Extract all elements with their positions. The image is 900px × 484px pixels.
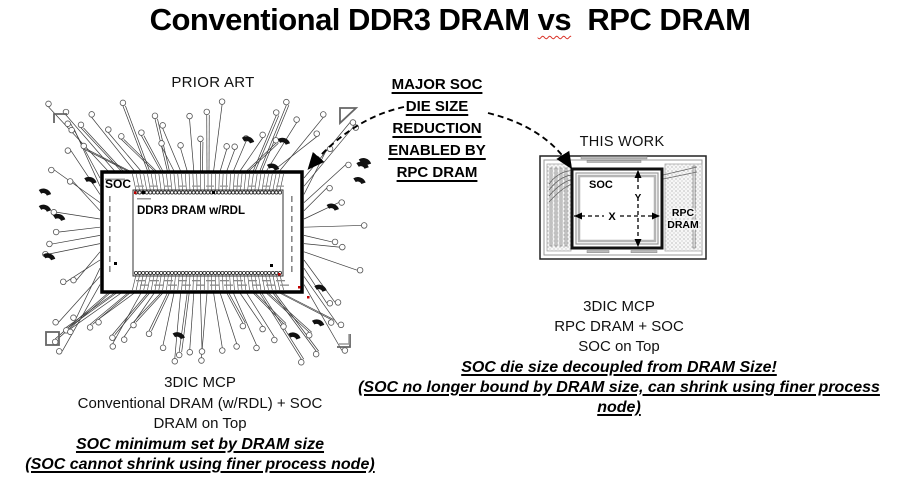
caption-line: DRAM on Top <box>153 415 247 432</box>
caption-line: 3DIC MCP <box>164 374 236 391</box>
caption-emphasis: (SOC no longer bound by DRAM size, can s… <box>358 378 880 417</box>
center-note-line: REDUCTION <box>392 120 482 137</box>
caption-line: 3DIC MCP <box>583 298 655 315</box>
left-caption: 3DIC MCP Conventional DRAM (w/RDL) + SOC… <box>18 373 382 476</box>
bond-fingers <box>549 165 696 249</box>
soc-frame-outer <box>575 172 659 245</box>
prior-art-label: PRIOR ART <box>171 74 255 91</box>
center-note-line: MAJOR SOC <box>391 76 483 93</box>
center-note: MAJOR SOC DIE SIZE REDUCTION ENABLED BY … <box>370 74 504 184</box>
soc-label-right: SOC <box>589 179 613 191</box>
center-note-line: DIE SIZE <box>405 98 469 115</box>
caption-emphasis: SOC die size decoupled from DRAM Size! <box>461 358 777 376</box>
fiducial-top-left <box>53 113 67 123</box>
slide-title: Conventional DDR3 DRAM vs RPC DRAM <box>0 2 900 38</box>
this-work-diagram: SOC X Y RPC DRAM <box>539 155 707 260</box>
center-note-line: ENABLED BY <box>388 142 486 159</box>
die-detail <box>105 173 310 299</box>
caption-emphasis: SOC minimum set by DRAM size <box>75 435 325 453</box>
prior-art-bond-diagram: SOC DDR3 DRAM w/RDL <box>38 98 372 366</box>
soc-frame-inner <box>577 174 657 243</box>
title-post: RPC DRAM <box>571 2 751 37</box>
ddr3-dram-label: DDR3 DRAM w/RDL <box>137 205 245 217</box>
soc-label: SOC <box>105 177 131 191</box>
title-vs: vs <box>537 2 572 37</box>
x-dimension-arrow <box>574 212 660 220</box>
this-work-label: THIS WORK <box>579 134 665 150</box>
y-dimension-arrow <box>634 170 642 247</box>
rpc-dram-label-line2: DRAM <box>667 219 699 231</box>
rpc-dram-region <box>664 163 703 252</box>
fiducial-bottom-left <box>45 331 60 346</box>
caption-emphasis: (SOC cannot shrink using finer process n… <box>25 456 375 473</box>
y-dim-label: Y <box>635 193 642 204</box>
x-dim-label: X <box>608 211 616 223</box>
caption-line: RPC DRAM + SOC <box>554 318 684 336</box>
bond-wires <box>48 104 362 360</box>
package-leads <box>580 156 658 253</box>
rpc-dram-label-line1: RPC <box>672 207 695 219</box>
title-pre: Conventional DDR3 DRAM <box>149 2 538 37</box>
caption-line: SOC on Top <box>578 338 660 356</box>
fiducial-bottom-right <box>337 334 351 348</box>
center-note-line: RPC DRAM <box>396 164 478 181</box>
soc-die-outline-right <box>570 167 664 250</box>
right-caption: 3DIC MCP RPC DRAM + SOC SOC on Top SOC d… <box>336 297 900 418</box>
caption-line: Conventional DRAM (w/RDL) + SOC <box>77 394 323 412</box>
